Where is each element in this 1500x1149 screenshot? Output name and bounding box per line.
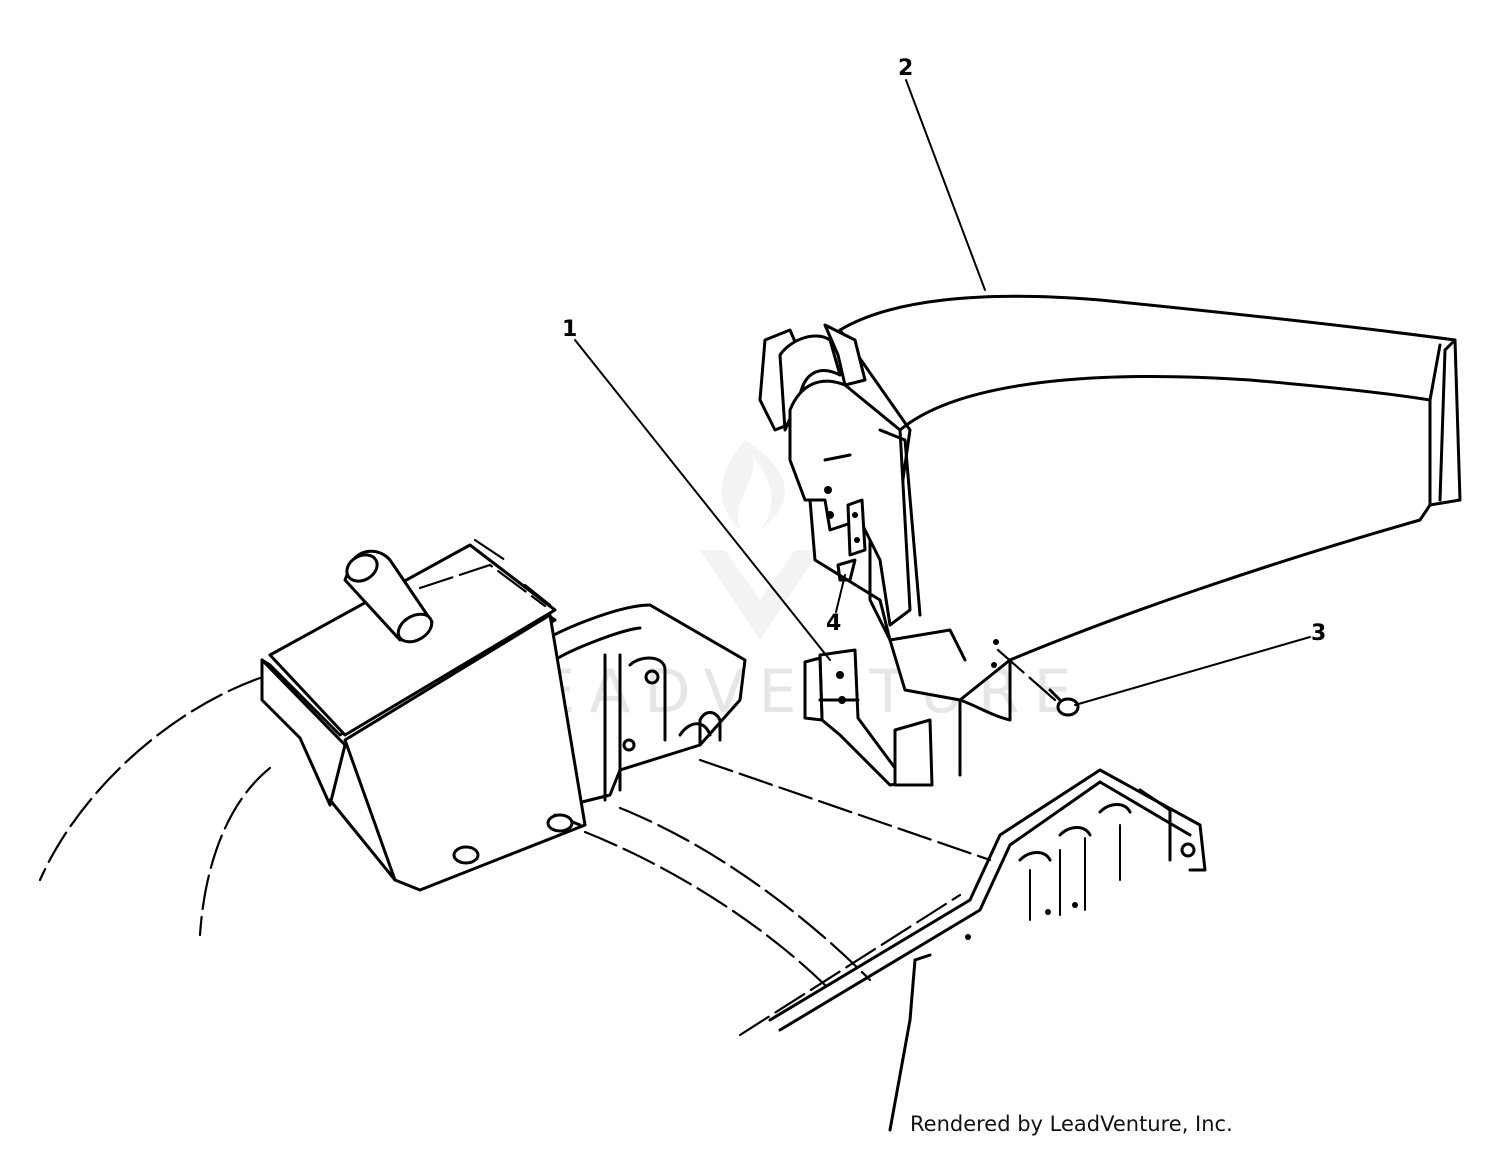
leader-line-3	[1074, 636, 1311, 706]
discharge-mount-plate	[543, 603, 747, 807]
callout-labels: 1 2 3 4	[562, 56, 1326, 646]
watermark-logo	[700, 440, 820, 640]
callout-2: 2	[898, 56, 913, 81]
bracket-part-1	[803, 648, 934, 787]
leader-line-1	[574, 339, 831, 661]
chute-adapter-box	[260, 538, 587, 892]
mower-deck	[38, 676, 992, 1037]
callout-3: 3	[1311, 621, 1326, 646]
callout-1: 1	[562, 317, 577, 342]
leader-lines	[574, 79, 1311, 706]
discharge-chute-part-2	[838, 294, 1462, 777]
callout-4: 4	[826, 611, 841, 636]
adapter-roller	[343, 549, 434, 644]
leader-line-2	[905, 79, 986, 291]
screw-part-3	[991, 639, 1080, 717]
leader-line-4	[835, 574, 846, 613]
footer-credit: Rendered by LeadVenture, Inc.	[910, 1112, 1233, 1136]
chute-hinge-bracket	[758, 323, 967, 662]
deck-frame	[768, 768, 1207, 1132]
